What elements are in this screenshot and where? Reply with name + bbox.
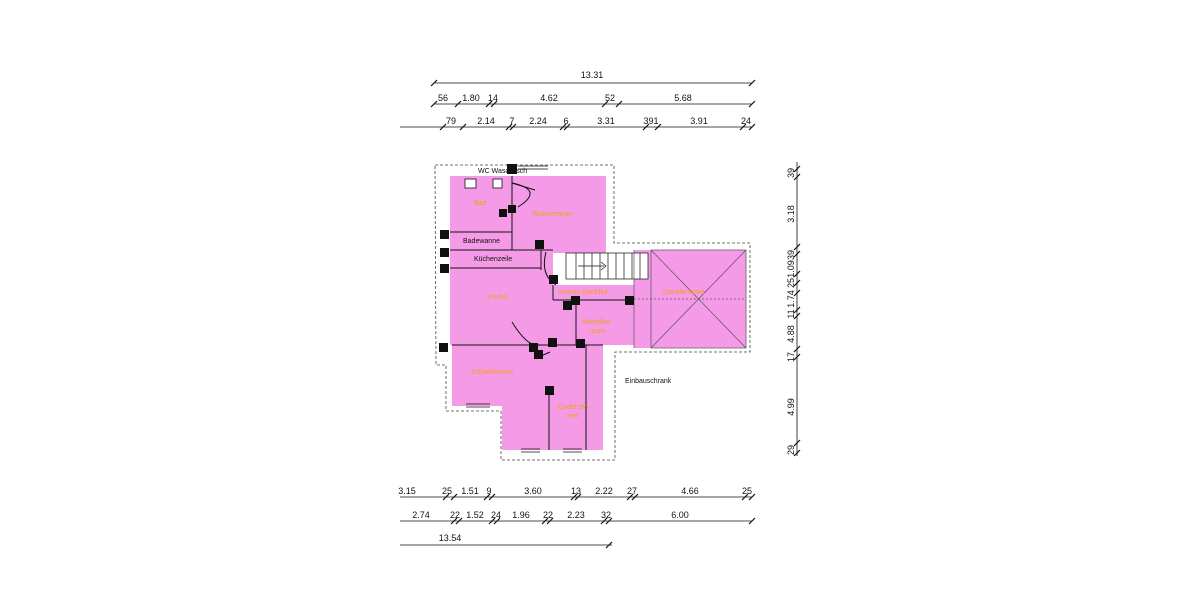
dim-label: 391	[643, 116, 658, 126]
terrace-cross-lines	[633, 249, 747, 349]
room-label-dachterrasse: Dachterrasse	[663, 289, 705, 296]
top-dim-row-2: 79 2.14 7 2.24 6 3.31 391 3.91 24	[446, 116, 751, 126]
bottom-overall-dim: 13.54	[439, 533, 462, 543]
dim-label: 29	[786, 445, 796, 455]
dim-label: 3.60	[524, 486, 542, 496]
dim-label: 17	[786, 352, 796, 362]
dim-label: 5.68	[674, 93, 692, 103]
dim-label: 32	[601, 510, 611, 520]
dim-label: 3.15	[398, 486, 416, 496]
dim-label: 3.18	[786, 205, 796, 223]
top-overall-dim: 13.31	[581, 70, 604, 80]
dim-label: 22	[543, 510, 553, 520]
dim-label: 7	[509, 116, 514, 126]
right-dim-labels: 39 3.18 39 1.09 25 1.74 11 4.88 17 4.99 …	[786, 168, 796, 455]
room-label-abstellraum-2: raum	[589, 328, 605, 335]
dim-label: 14	[488, 93, 498, 103]
dim-label: 39	[786, 168, 796, 178]
dim-label: 24	[491, 510, 501, 520]
dim-label: 11	[786, 309, 796, 318]
room-label-kinderzimmer: Kinderzim-	[557, 404, 591, 411]
dim-label: 27	[627, 486, 637, 496]
badewanne-label: Badewanne	[463, 238, 500, 245]
dim-label: 2.23	[567, 510, 585, 520]
dim-label: 4.62	[540, 93, 558, 103]
room-areas	[450, 176, 746, 450]
dim-label: 25	[742, 486, 752, 496]
right-dimension-chain	[793, 162, 801, 457]
dim-label: 6	[563, 116, 568, 126]
bottom-dim-row-2: 2.74 22 1.52 24 1.96 22 2.23 32 6.00	[412, 510, 689, 520]
wall-columns	[439, 164, 634, 395]
wc-waschtisch-label: WC Waschtisch	[478, 168, 527, 175]
room-label-bad: Bad	[474, 200, 487, 207]
dim-label: 4.99	[786, 398, 796, 416]
dim-label: 3.31	[597, 116, 615, 126]
bottom-dimension-chains	[400, 493, 756, 549]
room-label-schlafzimmer: Schlafzimmer	[471, 369, 514, 376]
room-label-wohnzimmer: Wohnzimmer	[532, 211, 574, 218]
dim-label: 2.22	[595, 486, 613, 496]
top-dimension-chains	[400, 79, 756, 131]
dim-label: 4.88	[786, 325, 796, 343]
dim-label: 22	[450, 510, 460, 520]
dashed-roof-outline	[434, 164, 751, 461]
dim-label: 4.66	[681, 486, 699, 496]
dim-label: 25	[786, 278, 796, 288]
room-label-flur: Innerer Dachflur	[558, 289, 609, 296]
top-dim-row-1: 56 1.80 14 4.62 52 5.68	[438, 93, 692, 103]
dim-label: 1.51	[461, 486, 479, 496]
dim-label: 1.80	[462, 93, 480, 103]
dim-label: 1.09	[786, 260, 796, 278]
dim-label: 13	[571, 486, 581, 496]
dim-label: 39	[786, 250, 796, 260]
dim-label: 24	[741, 116, 751, 126]
room-label-kinderzimmer-2: mer	[567, 413, 580, 420]
dim-label: 3.91	[690, 116, 708, 126]
einbauschrank-label: Einbauschrank	[625, 378, 672, 385]
main-floor-area	[450, 176, 606, 450]
dim-label: 2.14	[477, 116, 495, 126]
dim-label: 1.96	[512, 510, 530, 520]
room-label-kueche: Küche	[488, 294, 508, 301]
dim-label: 56	[438, 93, 448, 103]
dim-label: 1.52	[466, 510, 484, 520]
dim-label: 25	[442, 486, 452, 496]
dim-label: 79	[446, 116, 456, 126]
window-marks	[464, 165, 582, 453]
stair-gap-area	[596, 285, 636, 345]
dim-label: 9	[486, 486, 491, 496]
dim-label: 6.00	[671, 510, 689, 520]
staircase	[565, 252, 649, 280]
dim-label: 2.24	[529, 116, 547, 126]
interior-walls	[450, 176, 630, 450]
room-label-abstellraum: Abstellra-	[582, 319, 612, 326]
dim-label: 2.74	[412, 510, 430, 520]
dim-label: 52	[605, 93, 615, 103]
bottom-dim-row-1: 3.15 25 1.51 9 3.60 13 2.22 27 4.66 25	[398, 486, 752, 496]
dim-label: 1.74	[786, 290, 796, 308]
kuechenzeile-label: Küchenzeile	[474, 256, 512, 263]
